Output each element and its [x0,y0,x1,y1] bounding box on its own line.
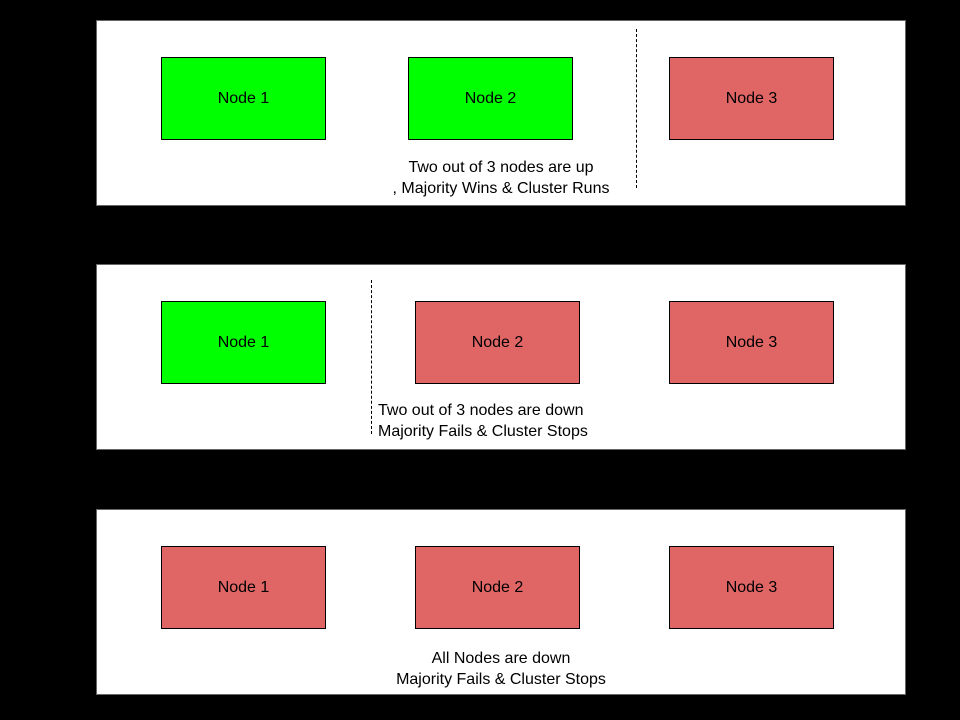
node-box-3: Node 3 [669,301,834,384]
caption-line-2: , Majority Wins & Cluster Runs [392,180,610,197]
caption-line-1: All Nodes are down [431,650,571,667]
node-box-2: Node 2 [415,301,580,384]
node-label: Node 2 [471,333,524,351]
node-label: Node 2 [471,578,524,596]
node-box-3: Node 3 [669,546,834,629]
scenario-caption: Two out of 3 nodes are down Majority Fai… [378,400,588,442]
node-label: Node 3 [725,333,778,351]
node-box-1: Node 1 [161,57,326,140]
node-label: Node 1 [217,89,270,107]
node-label: Node 2 [464,89,517,107]
caption-line-2: Majority Fails & Cluster Stops [396,671,606,688]
scenario-caption: All Nodes are down Majority Fails & Clus… [97,648,905,690]
node-box-3: Node 3 [669,57,834,140]
node-box-2: Node 2 [415,546,580,629]
partition-divider-dashed-line [371,280,372,434]
caption-line-1: Two out of 3 nodes are down [378,402,584,419]
node-box-1: Node 1 [161,301,326,384]
scenario-panel-majority-up: Node 1 Node 2 Node 3 Two out of 3 nodes … [96,20,906,206]
node-label: Node 1 [217,333,270,351]
partition-divider-dashed-line [636,29,637,188]
scenario-caption: Two out of 3 nodes are up , Majority Win… [97,157,905,199]
node-label: Node 3 [725,578,778,596]
caption-line-2: Majority Fails & Cluster Stops [378,423,588,440]
node-label: Node 3 [725,89,778,107]
node-box-1: Node 1 [161,546,326,629]
scenario-panel-all-down: Node 1 Node 2 Node 3 All Nodes are down … [96,509,906,695]
caption-line-1: Two out of 3 nodes are up [408,159,594,176]
scenario-panel-majority-down: Node 1 Node 2 Node 3 Two out of 3 nodes … [96,264,906,450]
node-label: Node 1 [217,578,270,596]
node-box-2: Node 2 [408,57,573,140]
